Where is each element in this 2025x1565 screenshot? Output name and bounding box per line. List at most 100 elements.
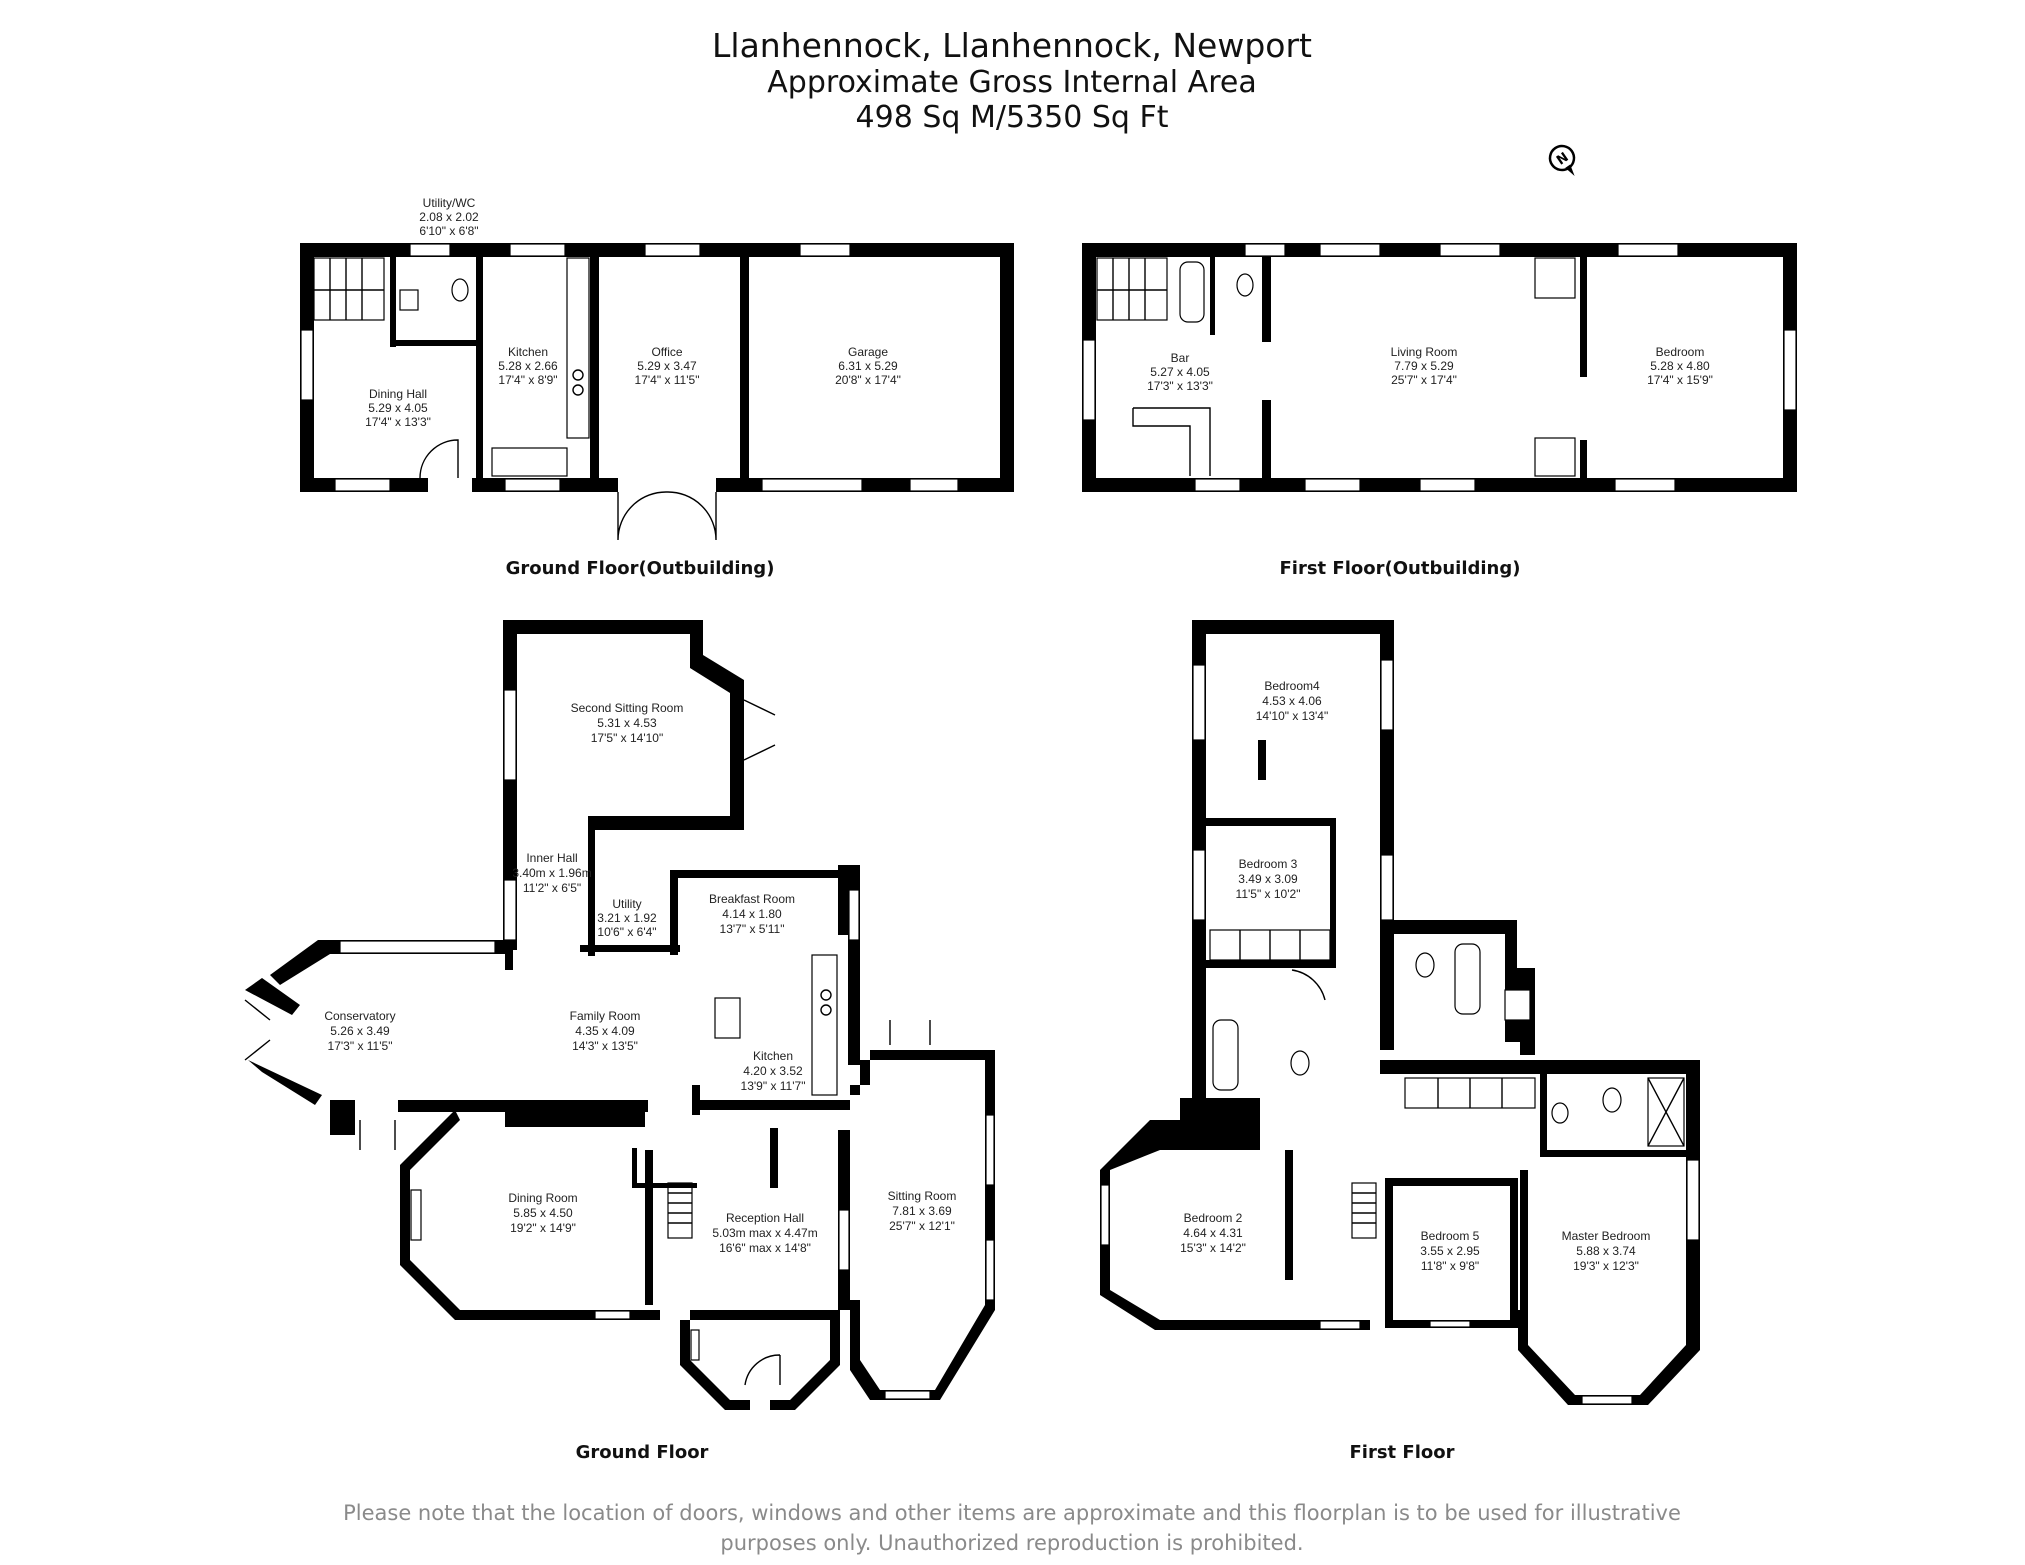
room-label-second-sitting-room: Second Sitting Room 5.31 x 4.53 17'5" x … [571,701,684,745]
svg-text:13'7" x 5'11": 13'7" x 5'11" [720,922,785,936]
svg-text:Kitchen: Kitchen [508,345,548,359]
svg-text:Utility/WC: Utility/WC [423,196,476,210]
room-label-utility-wc: Utility/WC 2.08 x 2.02 6'10" x 6'8" [419,196,479,238]
svg-text:5.85 x 4.50: 5.85 x 4.50 [513,1206,573,1220]
stairs-icon [1351,1182,1377,1239]
svg-text:Bedroom: Bedroom [1656,345,1705,359]
room-label-breakfast-room: Breakfast Room 4.14 x 1.80 13'7" x 5'11" [709,892,795,936]
svg-text:Dining Hall: Dining Hall [369,387,427,401]
svg-text:11'8" x 9'8": 11'8" x 9'8" [1421,1259,1479,1273]
svg-text:17'4" x 15'9": 17'4" x 15'9" [1647,373,1713,387]
caption-ground-floor: Ground Floor [576,1442,709,1463]
svg-text:5.28 x 2.66: 5.28 x 2.66 [498,359,558,373]
plan-ground-outbuilding: Utility/WC 2.08 x 2.02 6'10" x 6'8" Kitc… [300,196,1014,579]
room-label-garage: Garage 6.31 x 5.29 20'8" x 17'4" [835,345,901,387]
svg-text:Second Sitting Room: Second Sitting Room [571,701,684,715]
svg-text:19'2" x 14'9": 19'2" x 14'9" [510,1221,576,1235]
caption-ground-outbuilding: Ground Floor(Outbuilding) [506,558,775,579]
room-label-conservatory: Conservatory 5.26 x 3.49 17'3" x 11'5" [324,1009,395,1053]
svg-text:19'3" x 12'3": 19'3" x 12'3" [1573,1259,1639,1273]
svg-text:13'9" x 11'7": 13'9" x 11'7" [741,1079,806,1093]
room-label-dining-hall: Dining Hall 5.29 x 4.05 17'4" x 13'3" [365,387,431,429]
room-label-dining-room: Dining Room 5.85 x 4.50 19'2" x 14'9" [508,1191,577,1235]
room-label-outbuilding-kitchen: Kitchen 5.28 x 2.66 17'4" x 8'9" [498,345,558,387]
svg-text:Breakfast Room: Breakfast Room [709,892,795,906]
svg-text:5.31 x 4.53: 5.31 x 4.53 [597,716,657,730]
room-label-bedroom-3: Bedroom 3 3.49 x 3.09 11'5" x 10'2" [1236,857,1301,901]
disclaimer: Please note that the location of doors, … [343,1501,1681,1555]
room-label-master-bedroom: Master Bedroom 5.88 x 3.74 19'3" x 12'3" [1562,1229,1651,1273]
svg-text:17'5" x 14'10": 17'5" x 14'10" [591,731,664,745]
svg-text:3.55 x 2.95: 3.55 x 2.95 [1420,1244,1480,1258]
svg-text:16'6" max x 14'8": 16'6" max x 14'8" [719,1241,811,1255]
compass-icon: N [1548,144,1576,177]
svg-text:3.49 x 3.09: 3.49 x 3.09 [1238,872,1298,886]
svg-text:17'3" x 11'5": 17'3" x 11'5" [328,1039,393,1053]
svg-text:14'3" x 13'5": 14'3" x 13'5" [572,1039,638,1053]
stairs-icon [667,1182,693,1239]
svg-text:11'5" x 10'2": 11'5" x 10'2" [1236,887,1301,901]
svg-text:Bedroom 3: Bedroom 3 [1239,857,1298,871]
caption-first-floor: First Floor [1349,1442,1454,1463]
svg-text:5.26 x 3.49: 5.26 x 3.49 [330,1024,390,1038]
svg-text:6.31 x 5.29: 6.31 x 5.29 [838,359,898,373]
svg-text:Conservatory: Conservatory [324,1009,395,1023]
svg-text:25'7" x 17'4": 25'7" x 17'4" [1391,373,1457,387]
svg-text:3.21 x 1.92: 3.21 x 1.92 [597,911,657,925]
svg-text:15'3" x 14'2": 15'3" x 14'2" [1180,1241,1246,1255]
svg-text:7.81 x 3.69: 7.81 x 3.69 [892,1204,952,1218]
svg-text:Office: Office [651,345,682,359]
svg-text:Master Bedroom: Master Bedroom [1562,1229,1651,1243]
svg-text:25'7" x 12'1": 25'7" x 12'1" [889,1219,955,1233]
svg-text:10'6" x 6'4": 10'6" x 6'4" [597,925,656,939]
disclaimer-line-2: purposes only. Unauthorized reproduction… [720,1531,1303,1555]
svg-text:4.64 x 4.31: 4.64 x 4.31 [1183,1226,1243,1240]
svg-text:Living Room: Living Room [1391,345,1458,359]
room-label-utility: Utility 3.21 x 1.92 10'6" x 6'4" [597,897,657,939]
plan-first-outbuilding: Bar 5.27 x 4.05 17'3" x 13'3" Living Roo… [1082,243,1797,579]
svg-text:Garage: Garage [848,345,888,359]
room-label-inner-hall: Inner Hall 3.40m x 1.96m 11'2" x 6'5" [512,851,591,895]
svg-text:17'4" x 8'9": 17'4" x 8'9" [498,373,557,387]
caption-first-outbuilding: First Floor(Outbuilding) [1280,558,1521,579]
room-label-family-room: Family Room 4.35 x 4.09 14'3" x 13'5" [570,1009,641,1053]
plan-ground-floor: Second Sitting Room 5.31 x 4.53 17'5" x … [244,620,995,1463]
disclaimer-line-1: Please note that the location of doors, … [343,1501,1681,1525]
room-label-reception-hall: Reception Hall 5.03m max x 4.47m 16'6" m… [712,1211,817,1255]
room-label-bar: Bar 5.27 x 4.05 17'3" x 13'3" [1147,351,1213,393]
svg-text:4.53 x 4.06: 4.53 x 4.06 [1262,694,1322,708]
svg-text:17'4" x 13'3": 17'4" x 13'3" [365,415,431,429]
svg-text:4.35 x 4.09: 4.35 x 4.09 [575,1024,635,1038]
svg-text:4.20 x 3.52: 4.20 x 3.52 [743,1064,803,1078]
svg-text:4.14 x 1.80: 4.14 x 1.80 [722,907,782,921]
stairs-icon [1096,257,1168,321]
stairs-icon [313,257,385,321]
svg-text:14'10" x 13'4": 14'10" x 13'4" [1256,709,1329,723]
plan-first-floor: Bedroom4 4.53 x 4.06 14'10" x 13'4" Bedr… [1100,620,1700,1463]
svg-text:20'8" x 17'4": 20'8" x 17'4" [835,373,901,387]
svg-text:5.29 x 3.47: 5.29 x 3.47 [637,359,697,373]
room-label-office: Office 5.29 x 3.47 17'4" x 11'5" [635,345,700,387]
svg-text:Bedroom 2: Bedroom 2 [1184,1211,1243,1225]
svg-text:3.40m x 1.96m: 3.40m x 1.96m [512,866,591,880]
svg-text:5.27 x 4.05: 5.27 x 4.05 [1150,365,1210,379]
svg-text:7.79 x 5.29: 7.79 x 5.29 [1394,359,1454,373]
header-area-label: Approximate Gross Internal Area [767,65,1256,100]
room-label-kitchen: Kitchen 4.20 x 3.52 13'9" x 11'7" [741,1049,806,1093]
header: Llanhennock, Llanhennock, Newport Approx… [712,26,1312,135]
svg-text:Kitchen: Kitchen [753,1049,793,1063]
svg-text:17'4" x 11'5": 17'4" x 11'5" [635,373,700,387]
room-label-outbuilding-bedroom: Bedroom 5.28 x 4.80 17'4" x 15'9" [1647,345,1713,387]
svg-text:Reception Hall: Reception Hall [726,1211,804,1225]
svg-text:Utility: Utility [612,897,641,911]
svg-text:5.29 x 4.05: 5.29 x 4.05 [368,401,428,415]
header-area-value: 498 Sq M/5350 Sq Ft [856,100,1169,135]
room-label-living-room: Living Room 7.79 x 5.29 25'7" x 17'4" [1391,345,1458,387]
svg-text:Dining Room: Dining Room [508,1191,577,1205]
svg-text:5.03m max x 4.47m: 5.03m max x 4.47m [712,1226,817,1240]
room-label-bedroom-2: Bedroom 2 4.64 x 4.31 15'3" x 14'2" [1180,1211,1246,1255]
svg-text:11'2" x 6'5": 11'2" x 6'5" [523,881,581,895]
svg-text:2.08 x 2.02: 2.08 x 2.02 [419,210,479,224]
svg-text:5.28 x 4.80: 5.28 x 4.80 [1650,359,1710,373]
